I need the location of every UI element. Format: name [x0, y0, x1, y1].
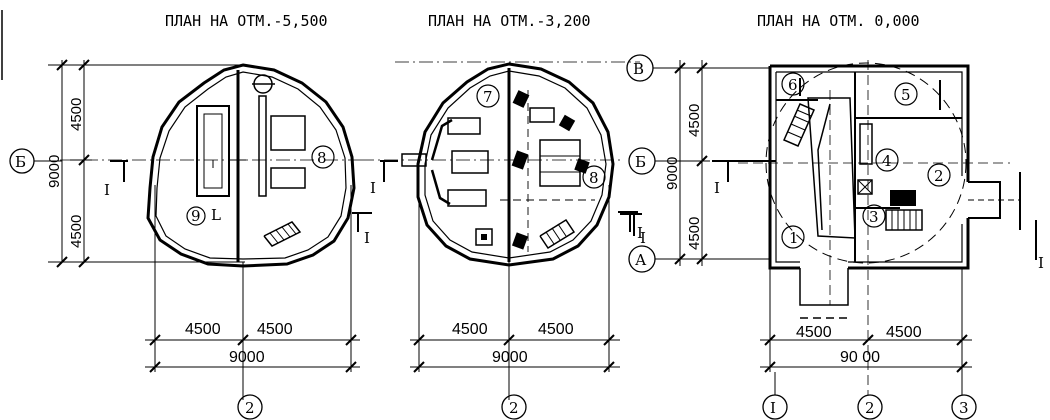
- plan-3-room-2-marker: [927, 163, 951, 187]
- plan-3-dim-bottom-v: 4500: [686, 217, 703, 250]
- plan-1-dim-top-v: 4500: [68, 98, 85, 131]
- plan-2: ПЛАН НА ОТМ.-3,200 7: [360, 12, 646, 420]
- plan-2-hatch: [511, 90, 590, 250]
- plan-3-section-left: I: [714, 179, 720, 197]
- plan-1-axis-2: 2: [245, 399, 255, 417]
- plan-1-axis-marker-2: [237, 394, 263, 420]
- plan-3-room-4-marker: [875, 148, 899, 172]
- plan-3-dim-total: 90 00: [840, 349, 880, 366]
- plan-2-dim-left: 4500: [452, 321, 488, 338]
- plan-2-room-8: 8: [589, 169, 599, 187]
- plan-1-tank-inner: [203, 113, 223, 189]
- plan-3-room-3-marker: [862, 204, 886, 228]
- plan-3-title: ПЛАН НА ОТМ. 0,000: [757, 12, 920, 30]
- plan-3-axis-marker-3: [951, 394, 977, 420]
- plan-1-section-right: I: [364, 229, 370, 247]
- plan-1-section-left: I: [104, 181, 110, 199]
- plan-3-axis-v: В: [633, 60, 644, 78]
- plan-3-axis-3: 3: [959, 399, 969, 417]
- plan-3-section-left-b: I: [637, 224, 643, 242]
- plan-3-dim-right: 4500: [886, 324, 922, 341]
- plan-2-section-right: I: [640, 229, 646, 247]
- plan-3-outer-wall: [770, 64, 970, 182]
- plan-2-tank: [451, 150, 489, 174]
- plan-2-drain: [475, 228, 493, 246]
- plan-1-room-8-marker: [311, 145, 335, 169]
- plan-3-axis-2: 2: [865, 399, 875, 417]
- plan-1-equipment-2: [270, 167, 306, 189]
- plan-3-axis-1: I: [770, 399, 776, 417]
- plan-1-axis-b: Б: [15, 153, 26, 171]
- plan-2-axis-marker-2: [501, 394, 527, 420]
- plan-2-pump-2: [447, 189, 487, 207]
- plan-1-dim-overall-v: 9000: [46, 155, 63, 188]
- plan-3-section-right: I: [1038, 254, 1044, 272]
- plan-1-dim-total: 9000: [229, 349, 265, 366]
- plan-2-axis-2: 2: [509, 399, 519, 417]
- plan-1: ПЛАН НА ОТМ.-5,500 8 9 L: [9, 12, 372, 420]
- plan-1-room-9-marker: [186, 206, 206, 226]
- plan-1-room-9: 9: [191, 207, 201, 225]
- plan-2-dim-total: 9000: [492, 349, 528, 366]
- plan-3-room-6: 6: [788, 76, 798, 94]
- plan-3-axis-a: А: [635, 251, 647, 269]
- plan-1-tank: [196, 105, 230, 197]
- plan-3-room-1-marker: [781, 225, 805, 249]
- plan-1-dim-bottom-v: 4500: [68, 215, 85, 248]
- plan-3-room-6-marker: [781, 72, 805, 96]
- plan-1-stairs: [263, 221, 302, 247]
- plan-3: ПЛАН НА ОТМ. 0,000 В Б А 4500 4500 9000: [618, 12, 1044, 420]
- plan-1-inner-wall: [155, 71, 347, 260]
- plan-2-stairs: [539, 218, 576, 250]
- plan-3-room-2: 2: [934, 167, 944, 185]
- plan-3-tank-top: [807, 97, 856, 239]
- plan-1-equipment-1: [270, 115, 306, 151]
- plan-3-axis-marker-1: [762, 394, 788, 420]
- plan-3-room-1: 1: [789, 229, 799, 247]
- plan-3-dim-left: 4500: [796, 324, 832, 341]
- plan-3-room-3: 3: [869, 208, 879, 226]
- plan-3-stairs-left: [783, 103, 815, 147]
- plan-3-room-4: 4: [882, 152, 892, 170]
- plan-2-equipment: [539, 139, 581, 187]
- plan-2-title: ПЛАН НА ОТМ.-3,200: [428, 12, 591, 30]
- svg-text:L: L: [211, 206, 221, 224]
- plan-3-room-5-marker: [894, 82, 918, 106]
- plan-3-axis-marker-2: [857, 394, 883, 420]
- plan-2-section-left: I: [370, 179, 376, 197]
- plan-3-dim-overall-v: 9000: [664, 157, 681, 190]
- plan-3-room-5: 5: [901, 86, 911, 104]
- plan-2-room-8-marker: [582, 165, 606, 189]
- plan-1-title: ПЛАН НА ОТМ.-5,500: [165, 12, 328, 30]
- plan-1-dim-left: 4500: [185, 321, 221, 338]
- plan-1-dim-right: 4500: [257, 321, 293, 338]
- plan-2-room-7-marker: [476, 84, 500, 108]
- plan-3-dim-top-v: 4500: [686, 104, 703, 137]
- plan-3-axis-b: Б: [635, 153, 646, 171]
- plan-2-pump-1: [447, 117, 481, 135]
- plan-2-dim-right: 4500: [538, 321, 574, 338]
- plan-1-column: [258, 95, 267, 197]
- plan-1-room-8: 8: [317, 149, 327, 167]
- plan-3-stairs-right: [885, 190, 923, 231]
- plan-2-room-7: 7: [483, 88, 493, 106]
